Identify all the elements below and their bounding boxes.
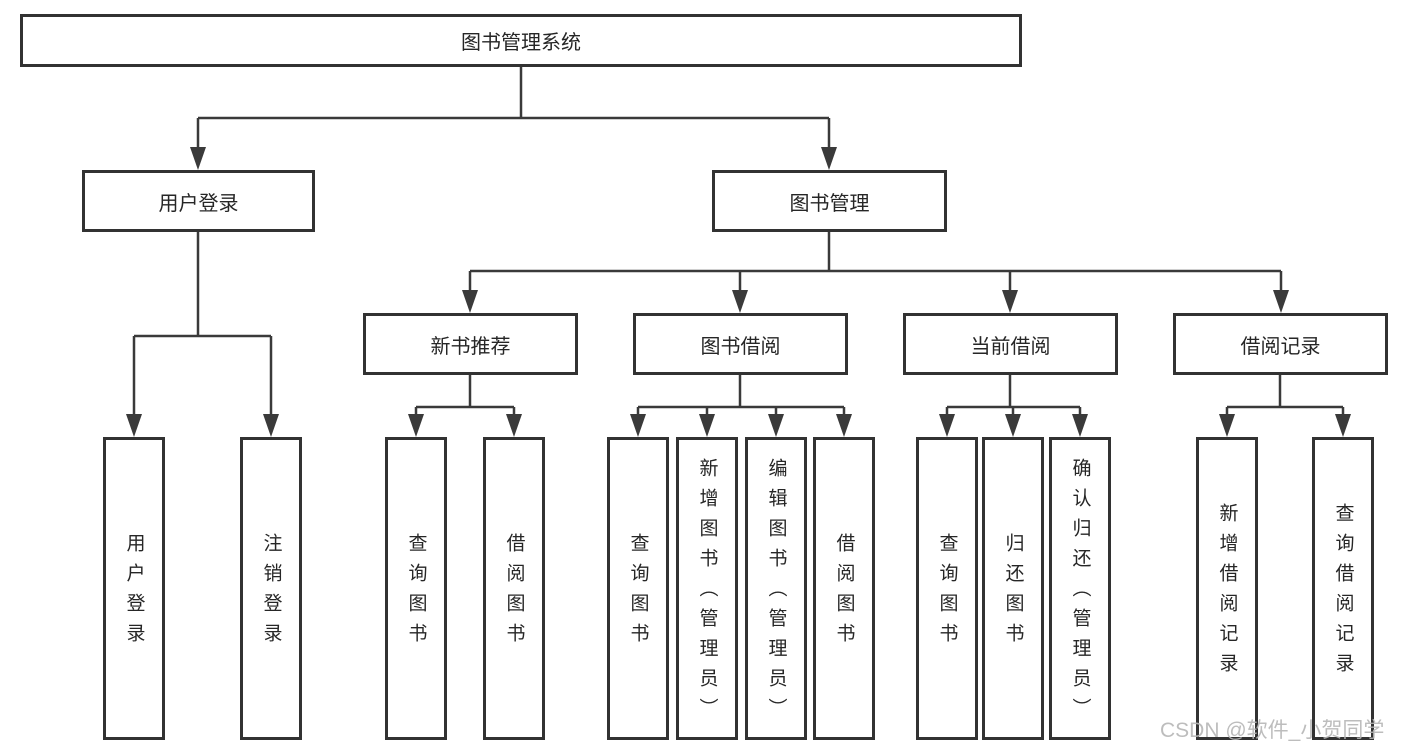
connector-book-management-to-level3 xyxy=(468,232,1283,292)
connector-book-borrowing-to-leaves xyxy=(636,375,846,416)
leaf-query-books-recommend: 查询图书 xyxy=(385,437,447,740)
connector-root-to-level2 xyxy=(196,67,831,150)
connector-current-borrowing-to-leaves xyxy=(945,375,1082,416)
connector-user-login-to-leaves xyxy=(132,232,273,416)
leaf-add-books-admin: 新增图书（管理员） xyxy=(676,437,738,740)
connector-new-book-recommend-to-leaves xyxy=(414,375,516,416)
node-new-book-recommend: 新书推荐 xyxy=(363,313,578,375)
leaf-confirm-return-admin: 确认归还（管理员） xyxy=(1049,437,1111,740)
leaf-query-books-current: 查询图书 xyxy=(916,437,978,740)
leaf-return-books: 归还图书 xyxy=(982,437,1044,740)
leaf-borrow-books-borrowing: 借阅图书 xyxy=(813,437,875,740)
leaf-query-books-borrowing: 查询图书 xyxy=(607,437,669,740)
node-library-system: 图书管理系统 xyxy=(20,14,1022,67)
node-borrow-records: 借阅记录 xyxy=(1173,313,1388,375)
node-book-management: 图书管理 xyxy=(712,170,947,232)
node-user-login: 用户登录 xyxy=(82,170,315,232)
leaf-edit-books-admin: 编辑图书（管理员） xyxy=(745,437,807,740)
arrow-down-icons xyxy=(126,147,1351,437)
leaf-borrow-books-recommend: 借阅图书 xyxy=(483,437,545,740)
csdn-watermark: CSDN @软件_小贺同学 xyxy=(1160,719,1385,742)
leaf-add-borrow-record: 新增借阅记录 xyxy=(1196,437,1258,740)
leaf-user-login: 用户登录 xyxy=(103,437,165,740)
connector-borrow-records-to-leaves xyxy=(1225,375,1345,416)
node-current-borrowing: 当前借阅 xyxy=(903,313,1118,375)
leaf-logout: 注销登录 xyxy=(240,437,302,740)
leaf-query-borrow-record: 查询借阅记录 xyxy=(1312,437,1374,740)
node-book-borrowing: 图书借阅 xyxy=(633,313,848,375)
